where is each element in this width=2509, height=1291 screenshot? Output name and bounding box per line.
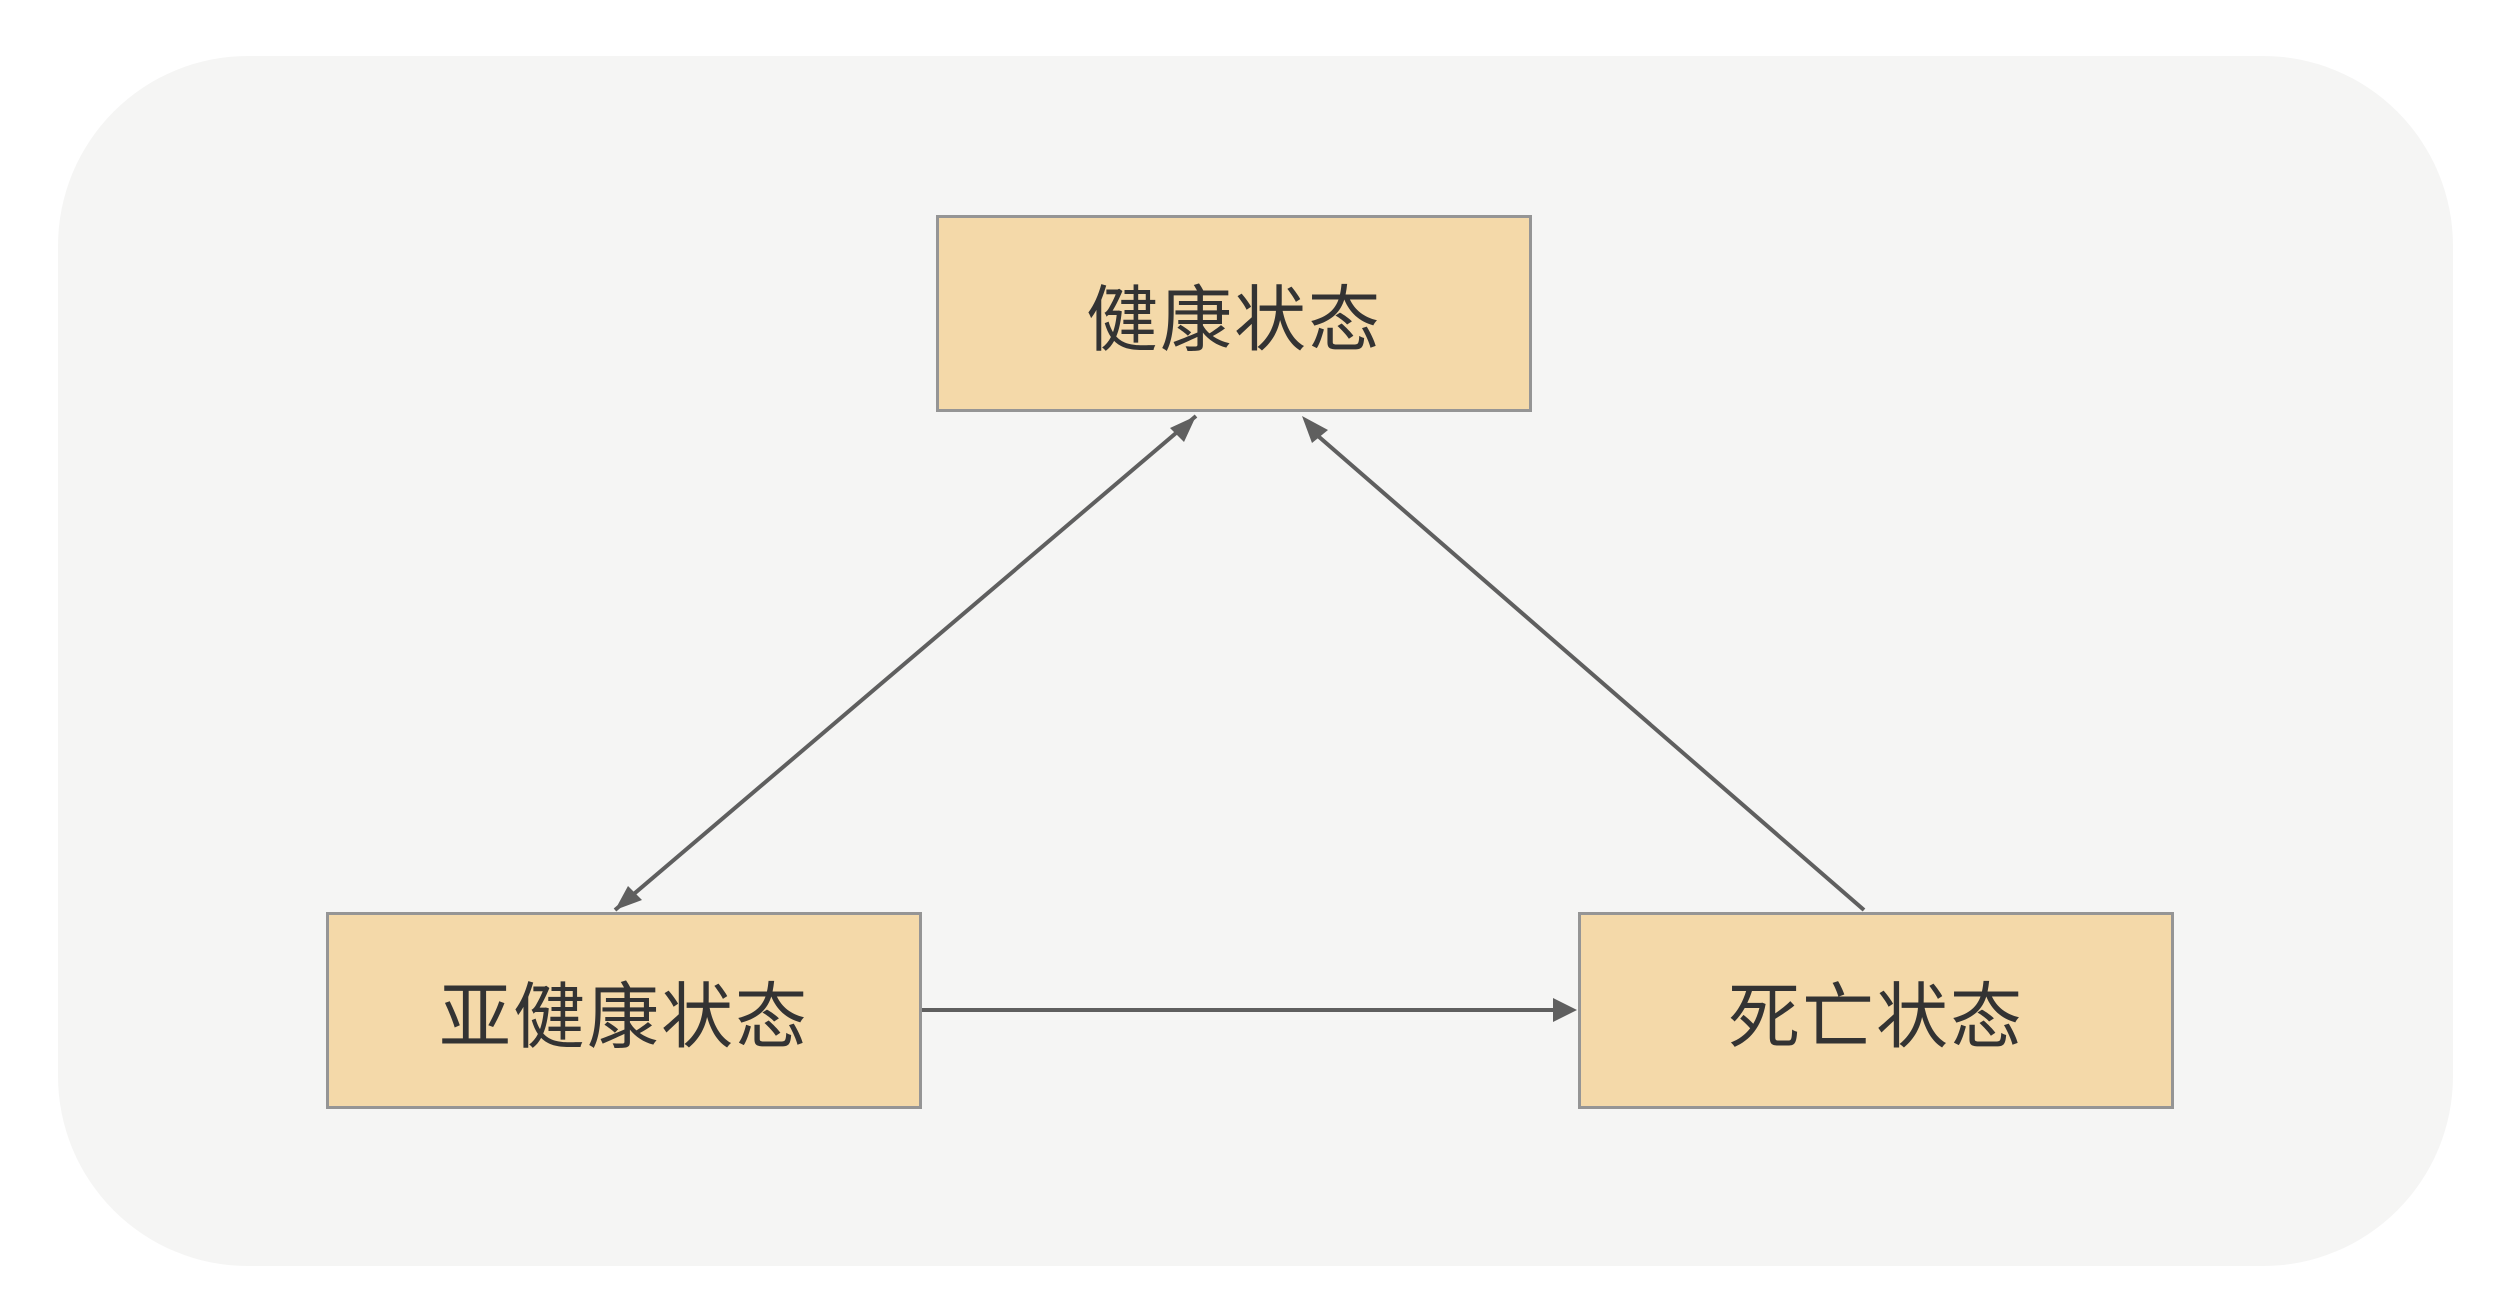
arrowhead-icon: [1302, 416, 1328, 443]
arrowhead-icon: [1170, 416, 1196, 442]
node-dead-state: 死亡状态: [1578, 912, 2174, 1109]
edge-subhealthy-dead: [922, 998, 1577, 1022]
node-label: 死亡状态: [1727, 975, 2024, 1059]
arrowhead-icon: [1553, 998, 1577, 1022]
edge-healthy-subhealthy: [613, 414, 1198, 912]
node-healthy-state: 健康状态: [936, 215, 1532, 412]
arrowhead-icon: [615, 886, 642, 910]
node-label: 健康状态: [1085, 278, 1382, 362]
node-subhealthy-state: 亚健康状态: [326, 912, 922, 1109]
edge-dead-healthy: [1302, 416, 1866, 912]
node-label: 亚健康状态: [438, 975, 809, 1059]
